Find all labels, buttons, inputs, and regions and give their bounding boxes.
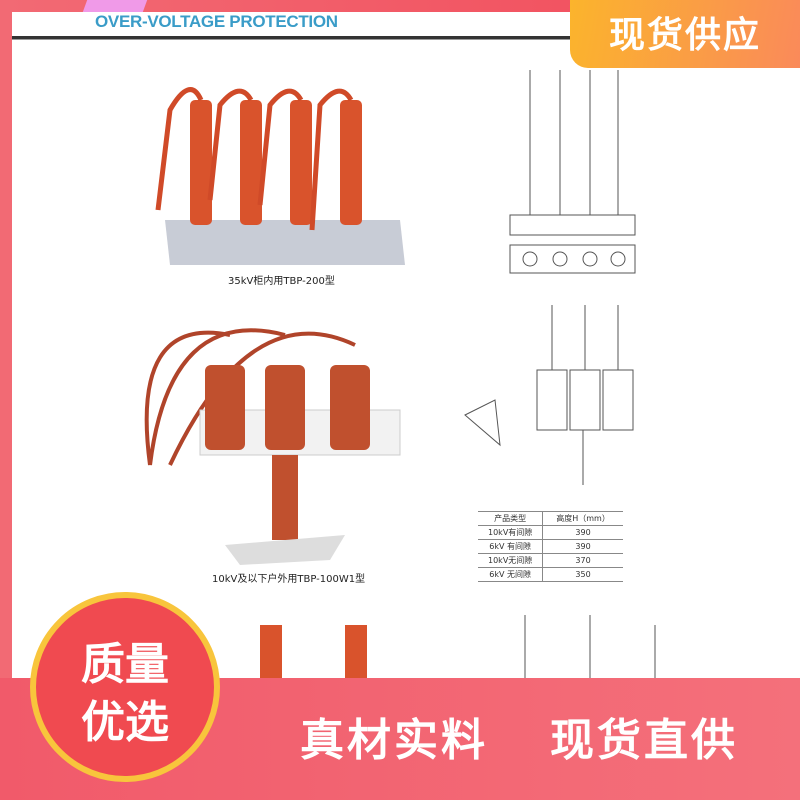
quality-badge: 质量 优选: [30, 592, 220, 782]
technical-drawing-1: [509, 70, 636, 274]
badge-line: 优选: [81, 697, 169, 748]
product-image-tbp200: [155, 87, 405, 265]
slogan-quality-materials: 真材实料: [300, 715, 488, 766]
header-divider: [12, 36, 572, 40]
slogan-direct-supply: 现货直供: [550, 715, 738, 766]
decor-band: [82, 0, 148, 12]
product-caption: 35kV柜内用TBP-200型: [228, 276, 335, 287]
badge-line: 质量: [81, 639, 169, 690]
page-title: OVER-VOLTAGE PROTECTION: [95, 12, 338, 31]
product-caption: 10kV及以下户外用TBP-100W1型: [212, 574, 366, 585]
product-image-tbp100w1: [144, 328, 401, 565]
product-image-small: [260, 615, 656, 680]
table-header: 产品类型: [478, 511, 543, 526]
table-header: 高度H（mm）: [542, 511, 623, 526]
technical-drawing-2: [464, 305, 634, 485]
stock-badge: 现货供应: [570, 0, 800, 68]
